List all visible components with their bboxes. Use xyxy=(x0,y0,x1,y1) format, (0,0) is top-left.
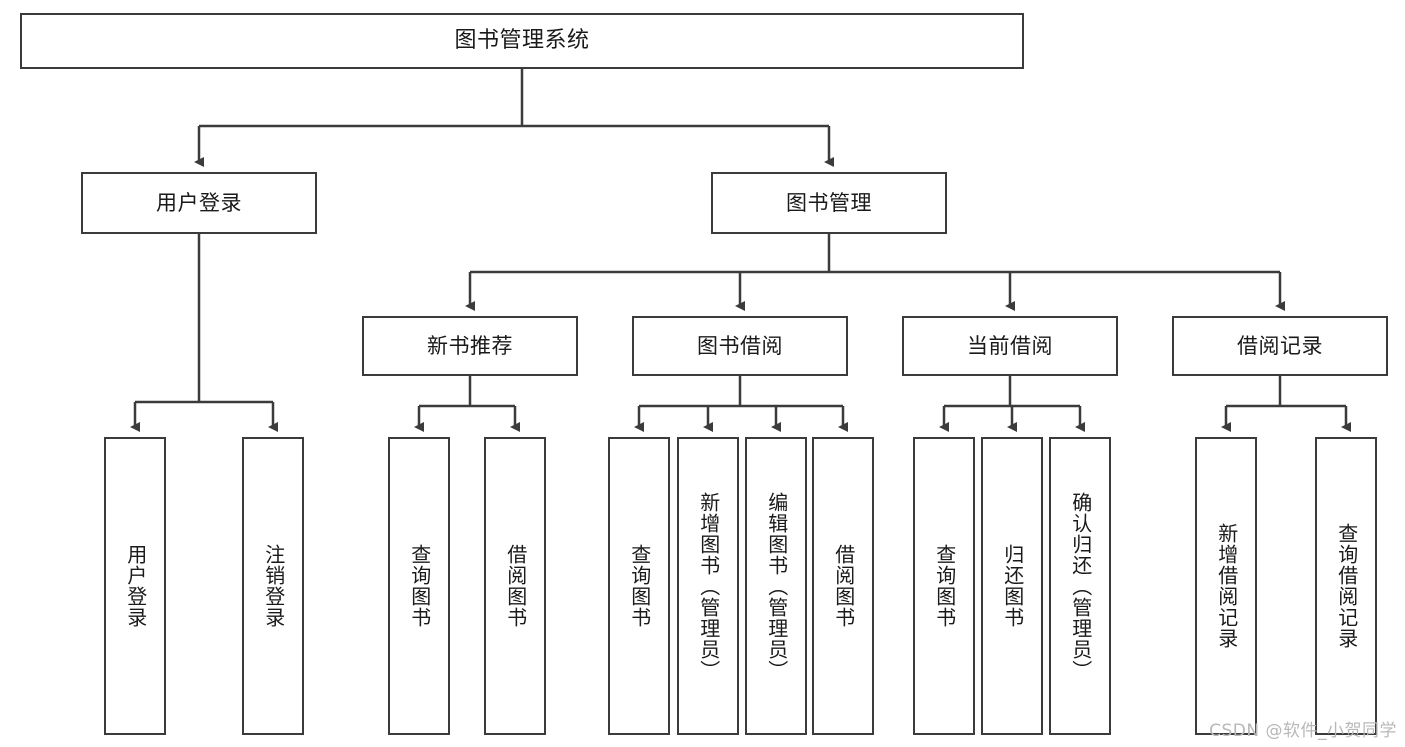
leaf-user-login[interactable]: 用户登录 xyxy=(104,437,166,735)
leaf-add-borrow-record[interactable]: 新增借阅记录 xyxy=(1195,437,1257,735)
csdn-watermark: CSDN @软件_小贺同学 xyxy=(1209,721,1397,741)
leaf-add-book-admin[interactable]: 新增图书（管理员） xyxy=(677,437,739,735)
node-book-borrow[interactable]: 图书借阅 xyxy=(632,316,848,376)
leaf-borrow-book[interactable]: 借阅图书 xyxy=(812,437,874,735)
leaf-borrow-book-recommendation[interactable]: 借阅图书 xyxy=(484,437,546,735)
leaf-query-borrow-record[interactable]: 查询借阅记录 xyxy=(1315,437,1377,735)
node-current-borrow[interactable]: 当前借阅 xyxy=(902,316,1118,376)
node-new-book-recommendation[interactable]: 新书推荐 xyxy=(362,316,578,376)
leaf-logout[interactable]: 注销登录 xyxy=(242,437,304,735)
leaf-query-book-recommendation[interactable]: 查询图书 xyxy=(388,437,450,735)
node-root-system[interactable]: 图书管理系统 xyxy=(20,13,1024,69)
leaf-query-book-current[interactable]: 查询图书 xyxy=(913,437,975,735)
node-borrow-record[interactable]: 借阅记录 xyxy=(1172,316,1388,376)
node-book-management[interactable]: 图书管理 xyxy=(711,172,947,234)
leaf-edit-book-admin[interactable]: 编辑图书（管理员） xyxy=(745,437,807,735)
leaf-confirm-return-admin[interactable]: 确认归还（管理员） xyxy=(1049,437,1111,735)
leaf-return-book[interactable]: 归还图书 xyxy=(981,437,1043,735)
node-user-login[interactable]: 用户登录 xyxy=(81,172,317,234)
leaf-query-book-borrow[interactable]: 查询图书 xyxy=(608,437,670,735)
